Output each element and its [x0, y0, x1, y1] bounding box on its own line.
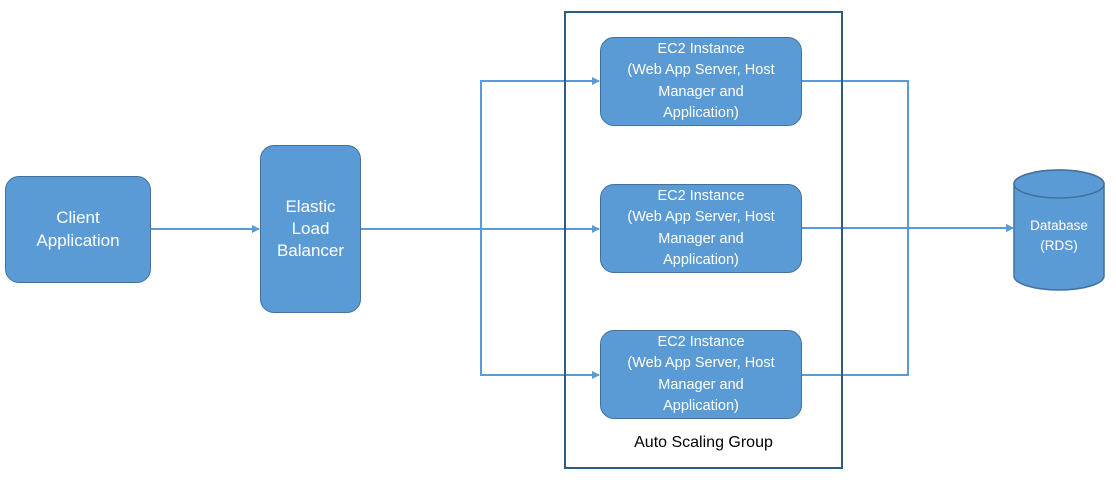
edge-ec2-3-to-database — [802, 224, 1014, 376]
edge-elb-to-ec2-3 — [361, 228, 600, 379]
client-application-node: Client Application — [5, 176, 151, 283]
ec2-instance-node: EC2 Instance (Web App Server, Host Manag… — [600, 330, 802, 419]
auto-scaling-group-container — [564, 11, 843, 469]
database-cylinder — [1013, 169, 1105, 291]
database-label: Database (RDS) — [1030, 218, 1088, 253]
client-application-label: Client Application — [36, 208, 120, 250]
elastic-load-balancer-label: Elastic Load Balancer — [276, 196, 345, 261]
ec2-instance-label: EC2 Instance (Web App Server, Host Manag… — [627, 334, 775, 414]
elastic-load-balancer-node: Elastic Load Balancer — [260, 145, 361, 313]
ec2-instance-node: EC2 Instance (Web App Server, Host Manag… — [600, 184, 802, 273]
ec2-instance-node: EC2 Instance (Web App Server, Host Manag… — [600, 37, 802, 126]
auto-scaling-group-label: Auto Scaling Group — [634, 434, 773, 451]
ec2-instance-label: EC2 Instance (Web App Server, Host Manag… — [627, 188, 775, 268]
ec2-instance-label: EC2 Instance (Web App Server, Host Manag… — [627, 41, 775, 121]
